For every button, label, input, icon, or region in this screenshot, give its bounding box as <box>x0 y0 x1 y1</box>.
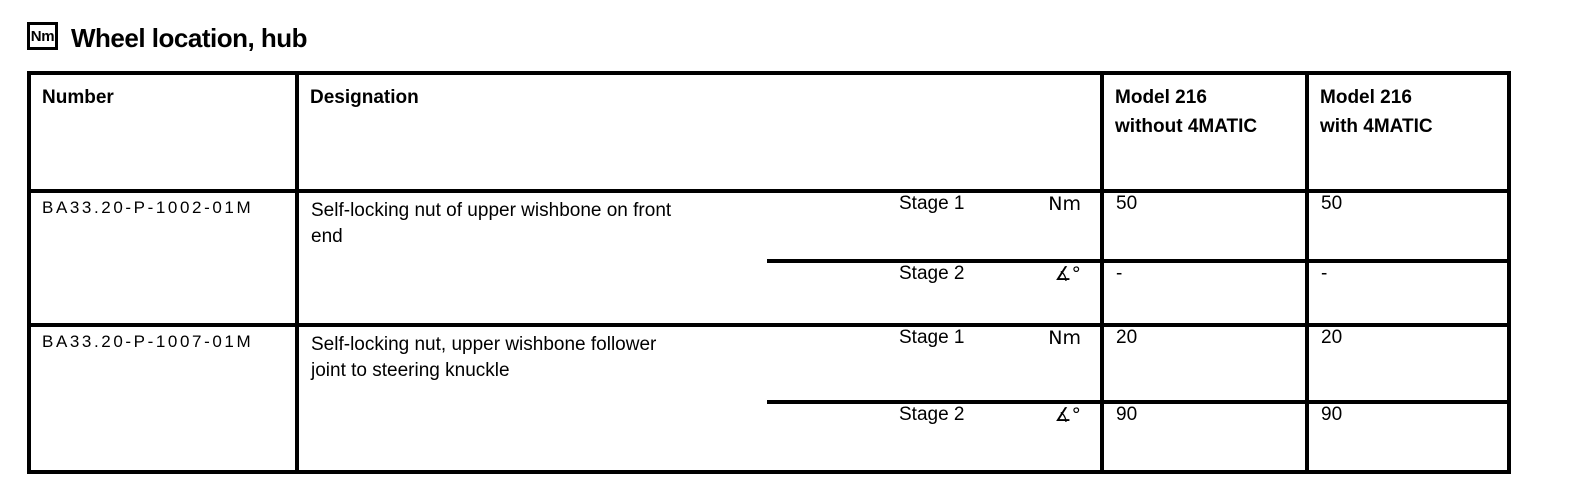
torque-spec-table: Number Designation Model 216 without 4MA… <box>27 71 1512 474</box>
page-title: Wheel location, hub <box>71 23 308 53</box>
page-header: Nm Wheel location, hub <box>27 22 308 53</box>
col-header-number: Number <box>29 73 299 193</box>
value-with-4matic: 50 <box>1305 191 1510 261</box>
stage-cell: Stage 1 Nm <box>767 323 1103 402</box>
row-designation: Self-locking nut of upper wishbone on fr… <box>311 200 672 247</box>
nm-torque-icon: Nm <box>27 22 58 50</box>
stage-cell: Stage 1 Nm <box>767 191 1102 261</box>
table-header-row: Number Designation Model 216 without 4MA… <box>29 73 1510 193</box>
value-without-4matic: - <box>1100 259 1308 325</box>
stage-row: Stage 1 Nm <box>899 193 1081 215</box>
col-header-model-with-4matic: Model 216 with 4MATIC <box>1305 73 1510 193</box>
stage-row: Stage 2 ∡° <box>899 263 1082 285</box>
table-row: BA33.20-P-1002-01M Self-locking nut of u… <box>29 191 1510 325</box>
table-row: BA33.20-P-1007-01M Self-locking nut, upp… <box>29 323 1510 472</box>
value-with-4matic: 90 <box>1305 400 1510 472</box>
nm-icon-label: Nm <box>30 27 55 45</box>
col-header-model-without-4matic: Model 216 without 4MATIC <box>1100 73 1308 193</box>
table-row: Stage 2 ∡° 90 90 <box>29 400 1510 472</box>
stage-cell: Stage 2 ∡° <box>767 400 1103 472</box>
row-number: BA33.20-P-1002-01M <box>29 191 299 325</box>
angle-unit-label: ∡° <box>1054 263 1082 285</box>
stage-row: Stage 1 Nm <box>899 327 1082 349</box>
stage-label: Stage 1 <box>899 193 965 214</box>
stage-row: Stage 2 ∡° <box>899 404 1082 426</box>
row-designation: Self-locking nut, upper wishbone followe… <box>297 323 767 472</box>
col-header-designation: Designation <box>297 73 1103 193</box>
angle-unit-label: ∡° <box>1054 404 1082 426</box>
unit-label: Nm <box>1048 327 1082 349</box>
stage-label: Stage 2 <box>899 404 965 425</box>
table-row: Stage 2 ∡° - - <box>29 259 1510 325</box>
value-without-4matic: 50 <box>1100 191 1308 261</box>
stage-label: Stage 2 <box>899 263 965 284</box>
stage-label: Stage 1 <box>899 327 965 348</box>
stage-cell: Stage 2 ∡° <box>767 259 1103 325</box>
value-with-4matic: 20 <box>1305 323 1510 402</box>
value-with-4matic: - <box>1305 259 1510 325</box>
unit-label: Nm <box>1048 193 1082 215</box>
value-without-4matic: 90 <box>1100 400 1308 472</box>
value-without-4matic: 20 <box>1100 323 1308 402</box>
row-number: BA33.20-P-1007-01M <box>29 323 299 472</box>
